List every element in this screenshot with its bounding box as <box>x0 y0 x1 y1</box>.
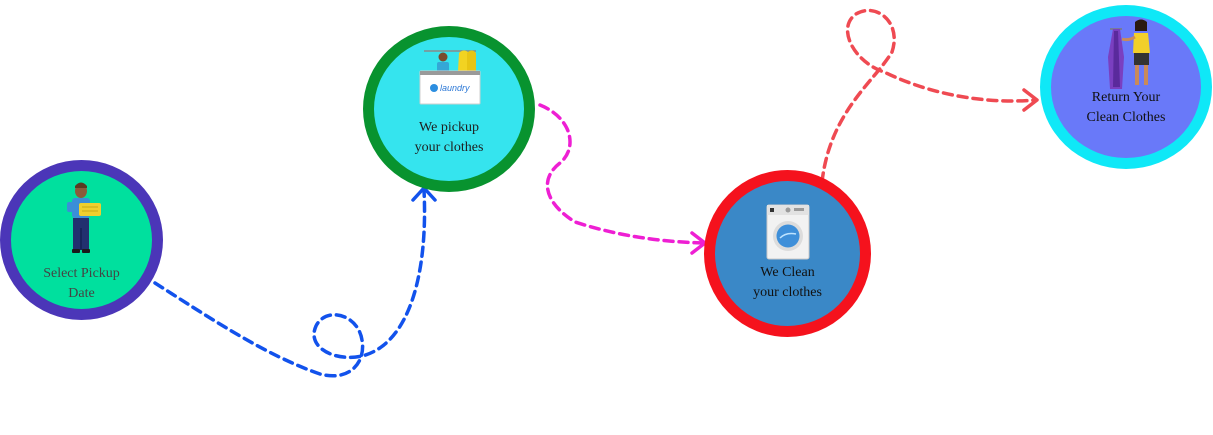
connector-arrow-select-to-pickup <box>153 188 427 378</box>
laundry-logo-text: laundry <box>440 83 470 93</box>
step-label: Return Your Clean Clothes <box>1086 90 1166 125</box>
woman-with-garment-icon <box>1108 19 1150 89</box>
step-we-pickup: laundry We pickup your clothes <box>363 26 535 192</box>
person-with-laundry-basket-icon <box>67 182 101 253</box>
connector-arrow-pickup-to-clean <box>538 103 706 245</box>
arrowhead-return <box>1022 88 1039 112</box>
connector-arrow-clean-to-return <box>820 8 1038 184</box>
step-we-clean: We Clean your clothes <box>704 170 871 337</box>
step-return-clothes: Return Your Clean Clothes <box>1040 5 1212 169</box>
step-label: We pickup your clothes <box>414 120 484 155</box>
step-label: Select Pickup Date <box>43 266 120 301</box>
step-select-pickup-date: Select Pickup Date <box>0 160 163 320</box>
laundry-counter-icon: laundry <box>419 50 481 105</box>
step-label: We Clean your clothes <box>753 265 822 300</box>
washing-machine-icon <box>766 204 810 260</box>
